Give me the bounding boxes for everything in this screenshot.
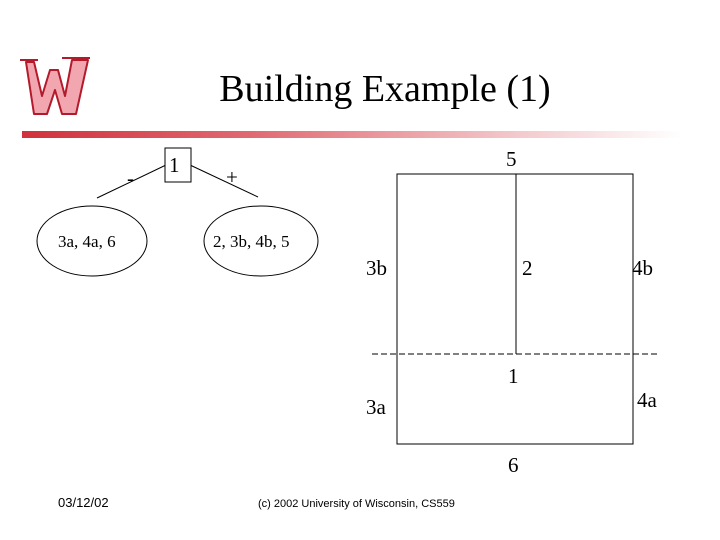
footer-copyright: (c) 2002 University of Wisconsin, CS559 [258, 498, 455, 510]
tree-right-sign: + [226, 165, 238, 189]
tree-right-leaf-label: 2, 3b, 4b, 5 [213, 232, 290, 251]
scene-label-6: 6 [508, 453, 519, 477]
tree-edge-left [96, 164, 167, 199]
tree-right-leaf-node [203, 205, 319, 277]
tree-left-leaf-node [36, 205, 148, 277]
scene-label-3a: 3a [366, 395, 386, 419]
scene-label-3b: 3b [366, 256, 387, 280]
scene-label-5: 5 [506, 147, 517, 171]
title-underline [22, 131, 682, 138]
scene-label-4b: 4b [632, 256, 653, 280]
tree-root-node [164, 147, 192, 183]
scene-box [396, 173, 634, 445]
footer-date: 03/12/02 [58, 495, 109, 510]
tree-root-label: 1 [169, 153, 180, 177]
scene-label-4a: 4a [637, 388, 657, 412]
scene-label-2: 2 [522, 256, 533, 280]
scene-label-1: 1 [508, 364, 519, 388]
tree-left-leaf-label: 3a, 4a, 6 [58, 232, 116, 251]
wisconsin-w-logo [20, 57, 90, 115]
tree-edge-right [189, 164, 259, 198]
slide-title: Building Example (1) [219, 68, 551, 110]
tree-left-sign: - [127, 166, 134, 190]
